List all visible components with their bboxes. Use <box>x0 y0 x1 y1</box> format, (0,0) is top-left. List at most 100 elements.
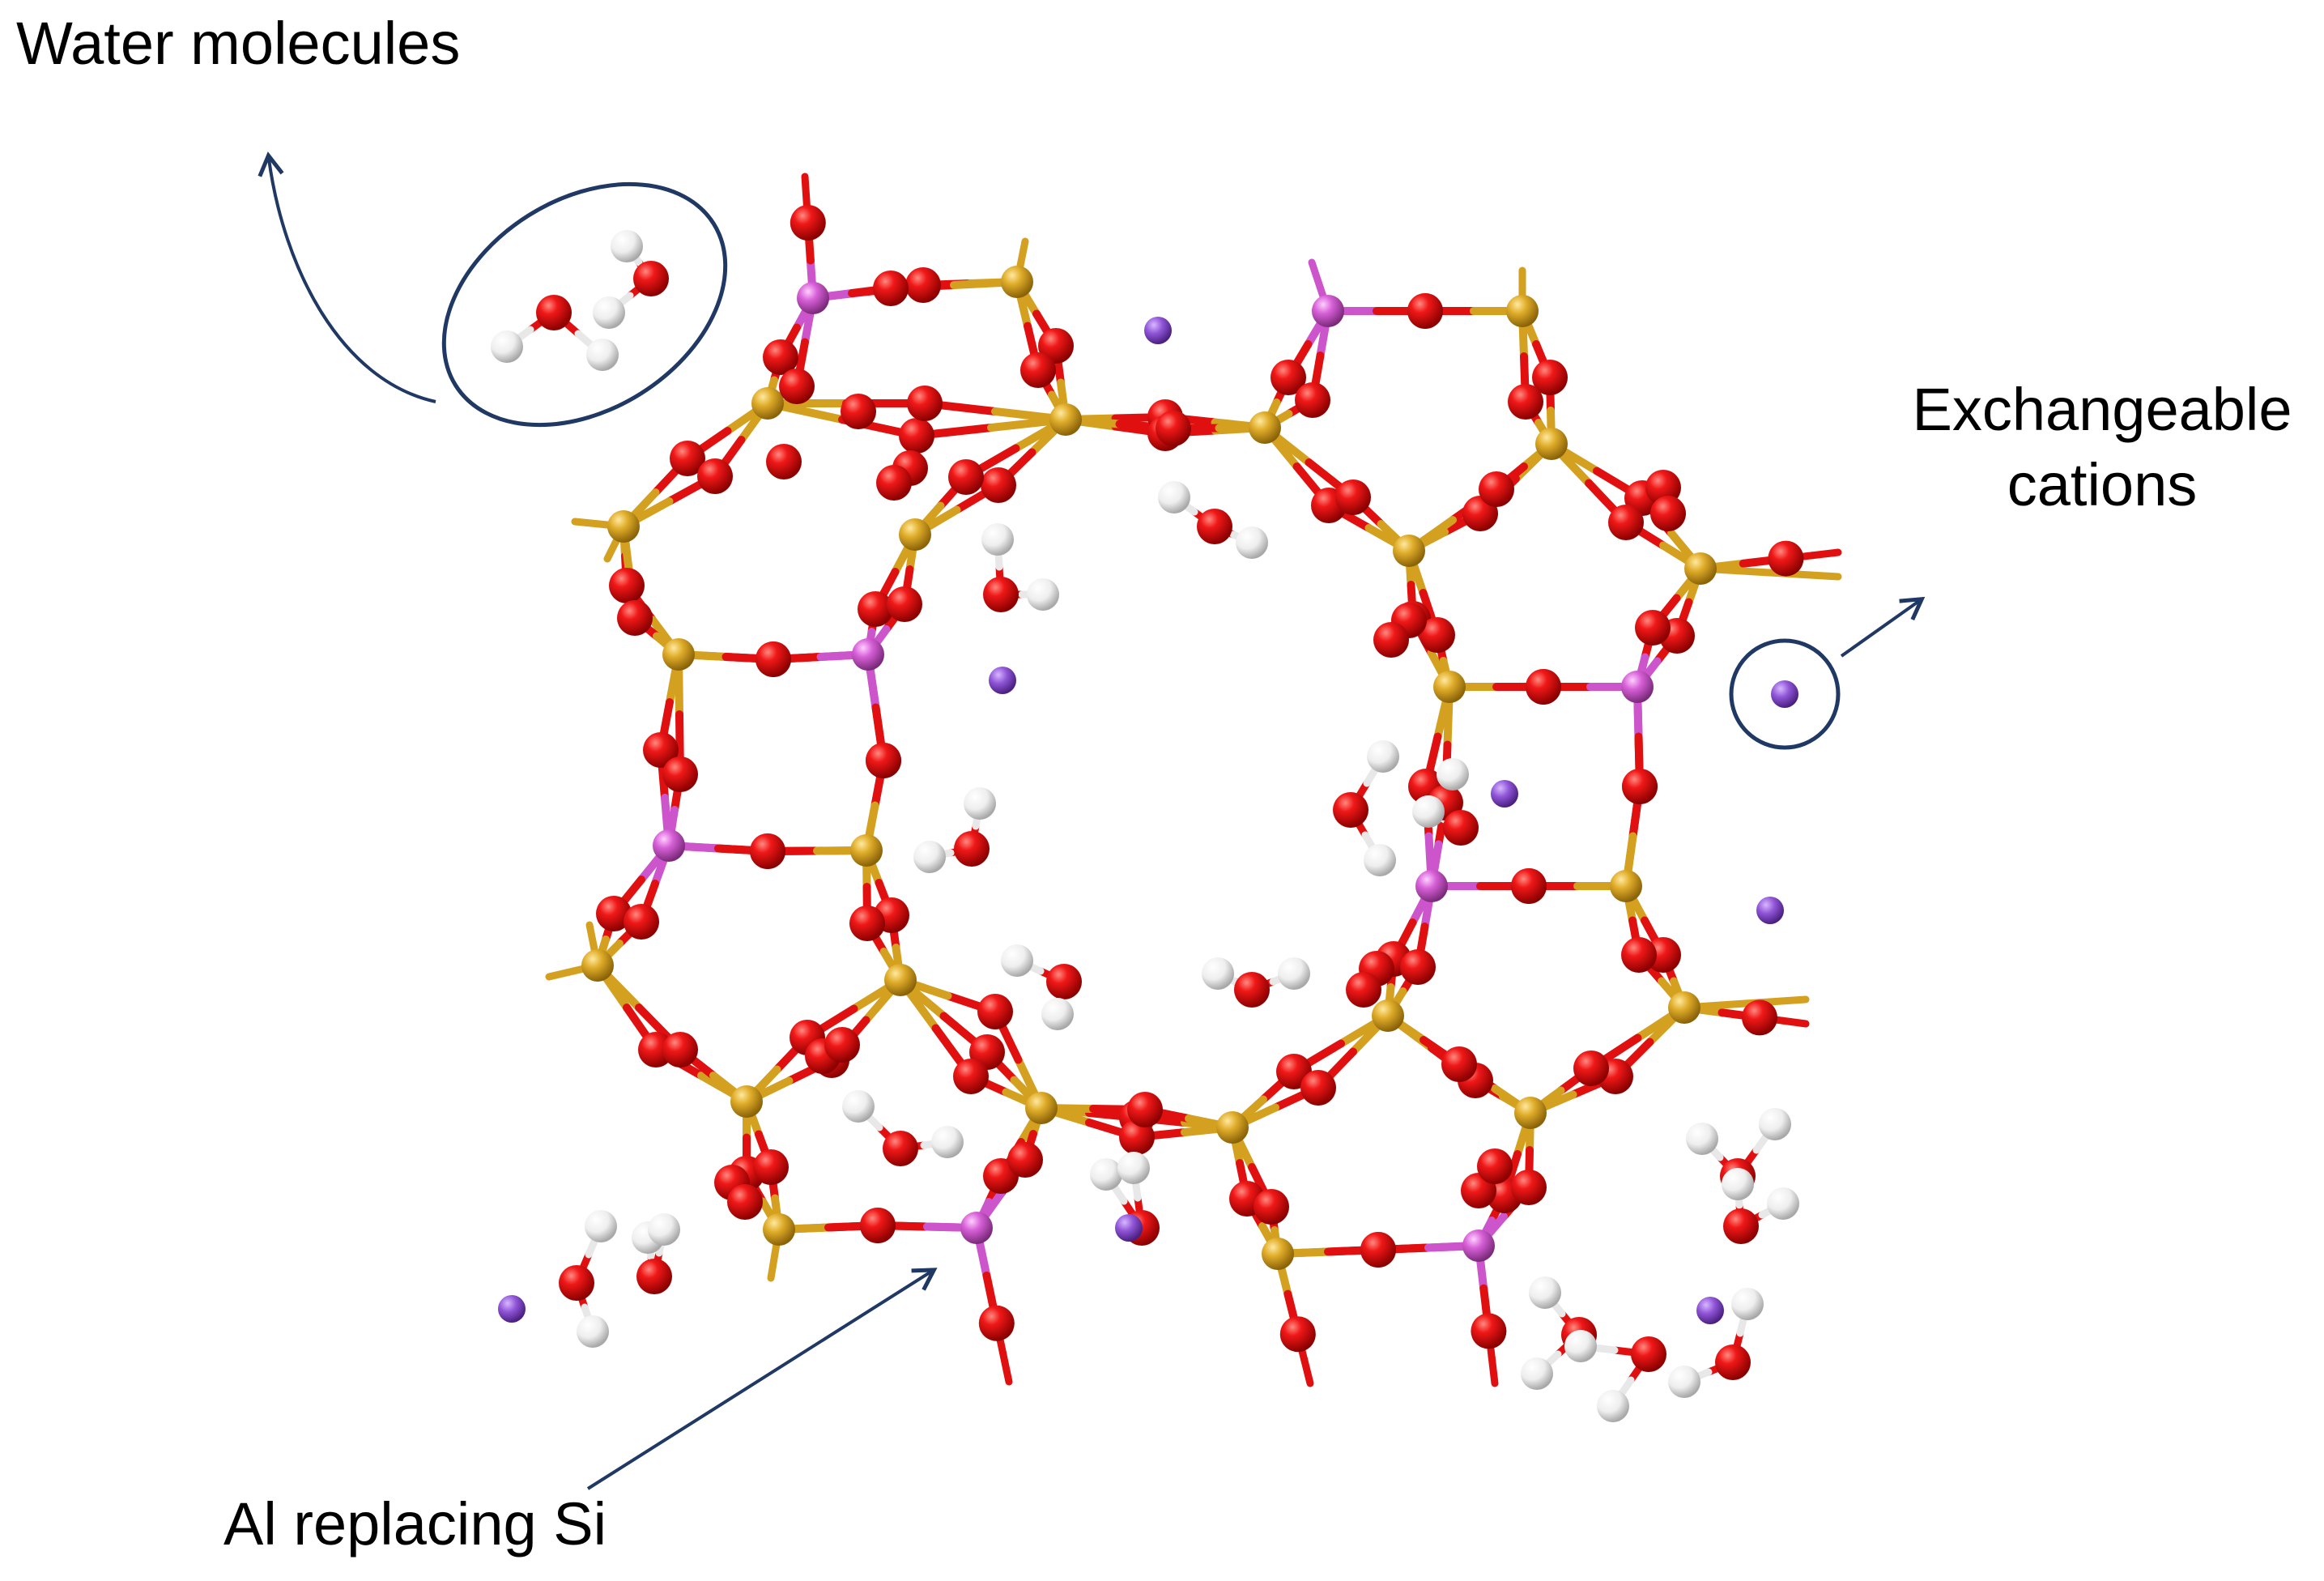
oxygen-atom <box>697 458 733 494</box>
hydrogen-atom <box>593 296 625 329</box>
oxygen-atom <box>636 1259 672 1294</box>
cation-atom <box>1144 317 1172 344</box>
oxygen-atom <box>1333 792 1368 828</box>
oxygen-atom <box>624 904 659 940</box>
silicon-atom <box>763 1213 795 1246</box>
aluminium-atom <box>1462 1229 1495 1262</box>
cations-label-line1: Exchangeable <box>1912 376 2292 443</box>
aluminium-atom <box>653 829 685 862</box>
hydrogen-atom <box>1236 526 1268 559</box>
bond-stick <box>1017 237 1029 266</box>
oxygen-atom <box>1234 972 1270 1008</box>
oxygen-atom <box>1407 293 1443 329</box>
bond-stick <box>585 921 598 949</box>
atom-layer <box>491 205 1804 1422</box>
oxygen-atom <box>617 600 653 636</box>
oxygen-atom <box>1007 1142 1043 1178</box>
oxygen-atom <box>643 732 679 768</box>
hydrogen-atom <box>1759 1108 1791 1140</box>
oxygen-atom <box>559 1265 594 1301</box>
cations-label-line2: cations <box>2007 450 2198 518</box>
oxygen-atom <box>756 641 791 677</box>
oxygen-atom <box>977 994 1013 1029</box>
oxygen-atom <box>873 271 909 306</box>
oxygen-atom <box>750 833 785 869</box>
oxygen-atom <box>1346 972 1381 1008</box>
hydrogen-atom <box>981 523 1014 556</box>
hydrogen-atom <box>1278 957 1310 990</box>
cation-atom <box>1756 897 1784 924</box>
oxygen-atom <box>1443 810 1479 846</box>
water-highlight-ellipse <box>441 181 728 428</box>
hydrogen-atom <box>1090 1158 1122 1191</box>
bond-stick <box>571 518 603 528</box>
oxygen-atom <box>1573 1050 1609 1086</box>
silicon-atom <box>1262 1238 1294 1270</box>
hydrogen-atom <box>931 1126 964 1158</box>
bond-stick <box>1488 1353 1499 1387</box>
oxygen-atom <box>763 339 798 375</box>
oxygen-atom <box>1119 1119 1155 1155</box>
hydrogen-atom <box>1564 1330 1597 1362</box>
hydrogen-atom <box>1367 740 1399 773</box>
cation-atom <box>1696 1297 1724 1324</box>
silicon-atom <box>1684 552 1717 585</box>
oxygen-atom <box>948 459 984 495</box>
silicon-atom <box>1001 266 1033 298</box>
oxygen-atom <box>1508 384 1543 420</box>
bond-stick <box>545 967 577 981</box>
hydrogen-atom <box>842 1090 875 1123</box>
oxygen-atom <box>841 394 876 429</box>
hydrogen-atom <box>648 1213 680 1246</box>
silicon-atom <box>1216 1111 1249 1144</box>
bond-stick <box>1808 548 1842 560</box>
hydrogen-atom <box>611 230 643 262</box>
silicon-atom <box>1668 991 1700 1024</box>
bond-stick <box>603 539 619 563</box>
oxygen-atom <box>1046 964 1082 999</box>
oxygen-atom <box>1723 1208 1759 1244</box>
hydrogen-atom <box>1597 1390 1629 1422</box>
aluminium-atom <box>1312 295 1344 327</box>
silicon-atom <box>1025 1092 1058 1124</box>
oxygen-atom <box>1635 610 1671 646</box>
oxygen-atom <box>1526 669 1561 705</box>
bond-stick <box>1779 1016 1810 1028</box>
silicon-atom <box>607 510 640 543</box>
oxygen-atom <box>662 756 698 792</box>
silicon-atom <box>850 834 883 867</box>
oxygen-atom <box>662 1032 698 1067</box>
oxygen-atom <box>1156 411 1191 446</box>
hydrogen-atom <box>1731 1288 1764 1320</box>
hydrogen-atom <box>577 1315 609 1348</box>
oxygen-atom <box>824 1027 860 1063</box>
oxygen-atom <box>1532 360 1568 395</box>
cation-atom <box>989 667 1016 694</box>
oxygen-atom <box>907 386 943 421</box>
oxygen-atom <box>1768 540 1804 577</box>
silicon-atom <box>662 638 695 671</box>
oxygen-atom <box>1511 868 1547 904</box>
aluminium-atom <box>797 282 829 314</box>
oxygen-atom <box>1631 1336 1666 1372</box>
oxygen-atom <box>1279 1316 1316 1353</box>
oxygen-atom <box>860 1208 896 1243</box>
hydrogen-atom <box>586 339 619 371</box>
oxygen-atom <box>978 1305 1015 1341</box>
cation-atom <box>498 1295 526 1323</box>
oxygen-atom <box>1477 1148 1513 1184</box>
silicon-atom <box>1393 535 1425 567</box>
oxygen-atom <box>1511 1170 1547 1205</box>
oxygen-atom <box>1300 1070 1336 1106</box>
cation-atom <box>1771 680 1798 708</box>
hydrogen-atom <box>1364 844 1396 876</box>
hydrogen-atom <box>1412 795 1445 828</box>
oxygen-atom <box>1608 505 1644 540</box>
oxygen-atom <box>887 586 922 622</box>
cation-atom <box>1115 1214 1143 1242</box>
oxygen-atom <box>1020 352 1056 388</box>
silicon-atom <box>730 1085 763 1118</box>
cation-highlight-circle <box>1729 638 1841 750</box>
bond-stick <box>1308 258 1324 291</box>
oxygen-atom <box>876 465 912 501</box>
